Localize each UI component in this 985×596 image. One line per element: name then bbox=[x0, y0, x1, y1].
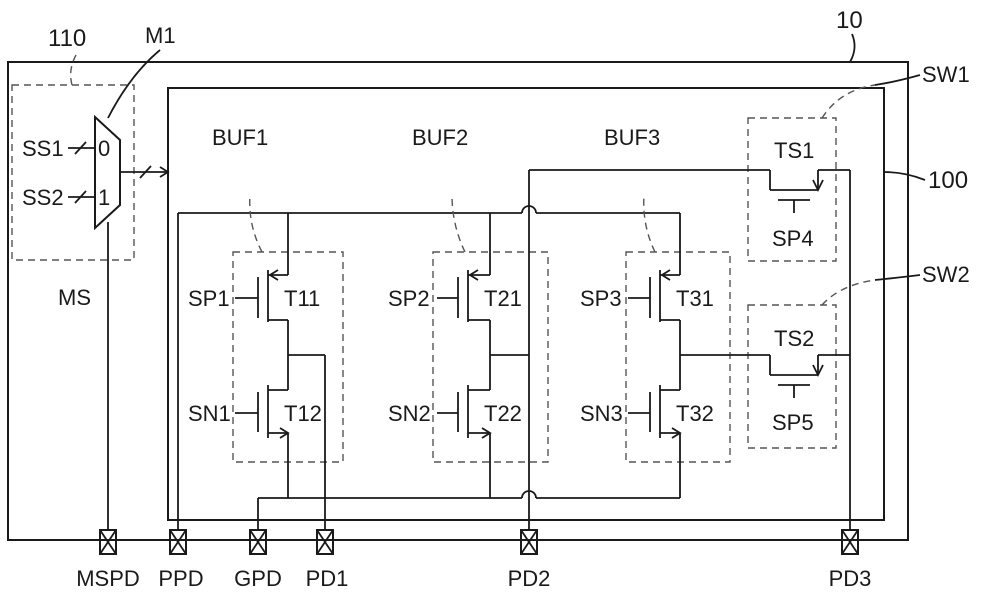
ts2-label: TS2 bbox=[774, 326, 814, 351]
pad-label-pd3: PD3 bbox=[829, 566, 872, 591]
mux-region bbox=[11, 84, 135, 261]
buf2-region bbox=[432, 251, 549, 463]
pad-label-mspd: MSPD bbox=[76, 566, 140, 591]
circuit-block bbox=[167, 87, 885, 521]
sp5-label: SP5 bbox=[772, 410, 814, 435]
pad-pd3 bbox=[841, 529, 859, 555]
sw2-region bbox=[747, 304, 837, 449]
ref-100-label: 100 bbox=[928, 167, 968, 194]
pad-label-gpd: GPD bbox=[234, 566, 282, 591]
ss2-label: SS2 bbox=[22, 185, 64, 210]
t11-label: T11 bbox=[284, 286, 320, 311]
pad-ppd bbox=[169, 529, 187, 555]
ref-110-label: 110 bbox=[48, 25, 86, 52]
multiplexer-m1 bbox=[94, 114, 121, 231]
ms-label: MS bbox=[58, 285, 91, 310]
sp2-label: SP2 bbox=[388, 286, 430, 311]
pad-pd2 bbox=[520, 529, 538, 555]
buf3-region bbox=[625, 251, 731, 463]
pad-label-ppd: PPD bbox=[158, 566, 203, 591]
sp1-label: SP1 bbox=[188, 286, 230, 311]
t22-label: T22 bbox=[484, 401, 522, 426]
ref-10-label: 10 bbox=[836, 7, 863, 34]
buf1-label: BUF1 bbox=[212, 125, 268, 150]
pad-mspd bbox=[99, 529, 117, 555]
m1-label: M1 bbox=[145, 23, 176, 48]
sn2-label: SN2 bbox=[388, 401, 431, 426]
pad-gpd bbox=[249, 529, 267, 555]
pad-label-pd1: PD1 bbox=[306, 566, 349, 591]
buf3-label: BUF3 bbox=[604, 125, 660, 150]
t12-label: T12 bbox=[284, 401, 322, 426]
sw1-region bbox=[747, 117, 837, 262]
sw2-label: SW2 bbox=[922, 262, 970, 287]
ts1-label: TS1 bbox=[774, 138, 814, 163]
pad-label-pd2: PD2 bbox=[508, 566, 551, 591]
t31-label: T31 bbox=[676, 286, 714, 311]
sn1-label: SN1 bbox=[188, 401, 231, 426]
sp3-label: SP3 bbox=[580, 286, 622, 311]
buf2-label: BUF2 bbox=[412, 125, 468, 150]
sp4-label: SP4 bbox=[772, 226, 814, 251]
t32-label: T32 bbox=[676, 401, 714, 426]
pad-pd1 bbox=[316, 529, 334, 555]
mux-input-0-label: 0 bbox=[98, 136, 110, 161]
t21-label: T21 bbox=[484, 286, 522, 311]
sn3-label: SN3 bbox=[580, 401, 623, 426]
chip-boundary bbox=[7, 61, 909, 541]
mux-input-1-label: 1 bbox=[98, 185, 110, 210]
sw1-label: SW1 bbox=[922, 62, 970, 87]
ss1-label: SS1 bbox=[22, 136, 64, 161]
